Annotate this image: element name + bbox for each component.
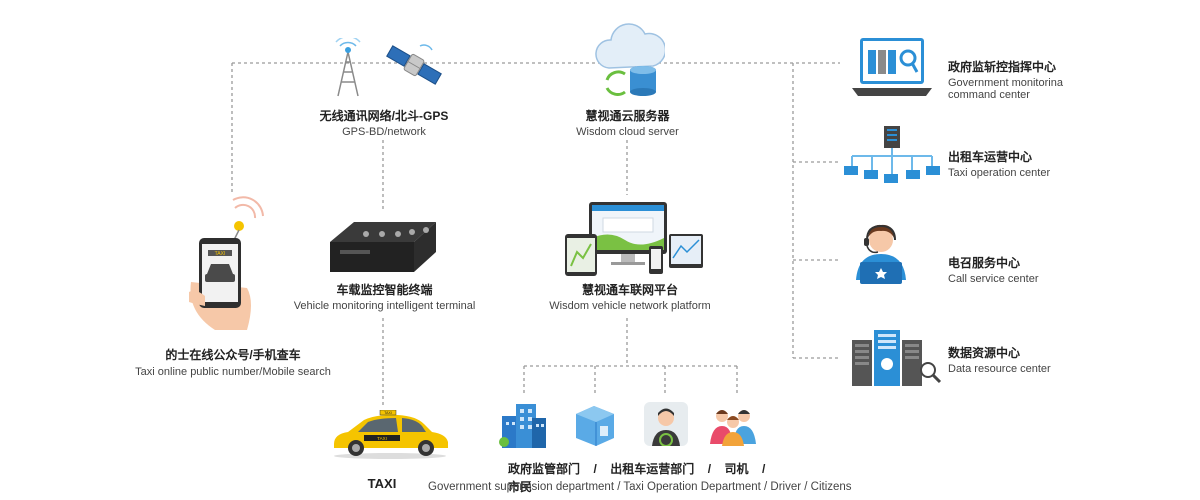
dept-government-cn: 政府监管部门 <box>508 462 581 476</box>
phone-in-hand-icon: TAXI <box>185 192 280 337</box>
dept-separator-1: / <box>593 462 597 476</box>
cloud-cn: 慧视通云服务器 <box>585 109 670 123</box>
terminal-label: 车载监控智能终端 Vehicle monitoring intelligent … <box>282 281 487 312</box>
gps-label: 无线通讯网络/北斗-GPS GPS-BD/network <box>300 107 468 138</box>
platform-en: Wisdom vehicle network platform <box>549 300 711 312</box>
antenna-icon <box>330 35 366 103</box>
dept-citizens-cn: 市民 <box>508 480 533 494</box>
phone-en: Taxi online public number/Mobile search <box>135 366 331 378</box>
center-government-en2: command center <box>948 89 1030 101</box>
departments-cn-row: 政府监管部门 / 出租车运营部门 / 司机 / 市民 <box>508 460 798 496</box>
departments-en: Government supervision department / Taxi… <box>428 481 852 493</box>
taxi-roof-text: TAXI <box>384 411 392 415</box>
satellite-icon <box>384 40 444 95</box>
phone-cn: 的士在线公众号/手机查车 <box>165 348 301 362</box>
citizens-icon <box>708 404 758 451</box>
network-server-icon <box>842 126 942 193</box>
center-taxi-cn: 出租车运营中心 <box>948 150 1033 164</box>
gps-cn: 无线通讯网络/北斗-GPS <box>319 109 449 123</box>
center-data-cn: 数据资源中心 <box>948 346 1021 360</box>
cloud-en: Wisdom cloud server <box>576 126 679 138</box>
phone-label: 的士在线公众号/手机查车 Taxi online public number/M… <box>118 346 348 378</box>
cloud-server-icon <box>595 18 667 103</box>
terminal-cn: 车载监控智能终端 <box>336 283 433 297</box>
center-taxi-en1: Taxi operation center <box>948 167 1051 179</box>
platform-label: 慧视通车联网平台 Wisdom vehicle network platform <box>530 281 730 312</box>
cloud-label: 慧视通云服务器 Wisdom cloud server <box>555 107 700 138</box>
center-government-en1: Government monitorina <box>948 77 1063 89</box>
center-taxi-label: 出租车运营中心 Taxi operation center <box>948 148 1050 179</box>
center-call-label: 电召服务中心 Call service center <box>948 254 1038 285</box>
driver-icon <box>644 402 688 451</box>
platform-cn: 慧视通车联网平台 <box>581 283 678 297</box>
dept-separator-3: / <box>762 462 766 476</box>
data-server-icon <box>852 330 944 393</box>
government-building-icon <box>498 400 550 455</box>
taxi-label-text: TAXI <box>367 476 397 491</box>
dept-operation-cn: 出租车运营部门 <box>610 462 695 476</box>
call-agent-icon <box>850 222 912 291</box>
center-call-en1: Call service center <box>948 273 1039 285</box>
taxi-label: TAXI <box>352 476 412 491</box>
dept-driver-cn: 司机 <box>724 462 749 476</box>
center-government-cn: 政府监斩控指挥中心 <box>948 60 1057 74</box>
departments-en-row: Government supervision department / Taxi… <box>428 477 852 495</box>
dept-separator-2: / <box>707 462 712 476</box>
center-call-cn: 电召服务中心 <box>948 256 1021 270</box>
laptop-monitor-icon <box>852 36 932 105</box>
taxi-door-text: TAXI <box>377 436 387 441</box>
terminal-en: Vehicle monitoring intelligent terminal <box>293 300 476 312</box>
center-data-label: 数据资源中心 Data resource center <box>948 344 1051 375</box>
vehicle-terminal-icon <box>326 212 440 281</box>
taxi-car-icon: TAXI TAXI <box>328 409 452 465</box>
center-government-label: 政府监斩控指挥中心 Government monitorina command … <box>948 58 1063 101</box>
operation-department-icon <box>572 402 618 453</box>
gps-en: GPS-BD/network <box>342 126 426 138</box>
center-data-en1: Data resource center <box>948 363 1051 375</box>
phone-screen-text: TAXI <box>215 251 226 257</box>
platform-devices-icon <box>565 198 705 283</box>
